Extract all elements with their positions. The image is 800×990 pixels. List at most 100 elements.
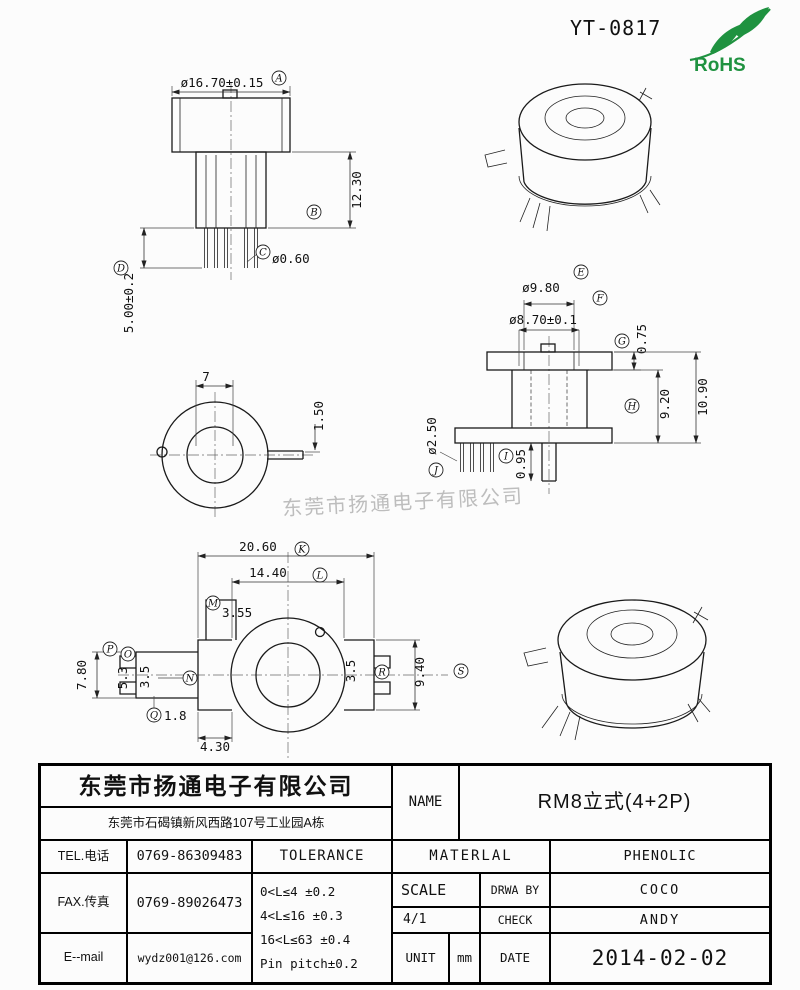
balloon-b: B [306, 204, 322, 220]
dim-bottom-tab: 3.55 [222, 605, 252, 620]
scale-label: SCALE [392, 873, 480, 907]
material-value: PHENOLIC [550, 840, 770, 873]
top-tab [205, 599, 237, 640]
check-value: ANDY [550, 907, 770, 933]
unit-label: UNIT [392, 933, 449, 983]
dim-side-pin-dia: ø2.50 [424, 417, 439, 455]
center-line [118, 552, 448, 760]
svg-text:C: C [259, 248, 267, 259]
mount-tab [523, 647, 549, 667]
balloon-k: K [294, 541, 310, 557]
svg-text:B: B [309, 208, 317, 219]
balloon-i: I [498, 448, 514, 464]
balloon-m: M [205, 595, 221, 611]
dim-bottom-left-mid: 5.3 [115, 667, 130, 690]
svg-text:M: M [207, 599, 219, 610]
balloon-o: O [120, 646, 136, 662]
company-name: 东莞市扬通电子有限公司 [40, 765, 392, 807]
dim-front-pin-len: 5.00±0.2 [121, 273, 136, 333]
balloon-n: N [182, 670, 198, 686]
front-view: ø16.70±0.15 A 12.30 B C ø0.60 5.00±0.2 D [113, 70, 364, 333]
bore [186, 426, 244, 484]
doc-number: YT-0817 [570, 16, 662, 40]
svg-text:E: E [576, 268, 585, 279]
dim-front-pin-dia: ø0.60 [272, 251, 310, 266]
svg-text:O: O [124, 650, 132, 661]
dim-side-htotal: 10.90 [695, 378, 710, 416]
fax-value: 0769-89026473 [127, 873, 252, 933]
svg-text:R: R [377, 668, 386, 679]
svg-text:N: N [185, 674, 196, 685]
leaf-icon [734, 7, 769, 37]
fax-label: FAX.传真 [40, 873, 127, 933]
drawing-canvas: ø16.70±0.15 A 12.30 B C ø0.60 5.00±0.2 D [74, 70, 711, 760]
balloon-j: J [428, 462, 444, 478]
dim-bottom-w: 4.30 [200, 739, 230, 754]
title-block: 东莞市扬通电子有限公司 东莞市石碣镇新风西路107号工业园A栋 TEL.电话 0… [38, 763, 772, 985]
balloon-f: F [592, 290, 608, 306]
svg-text:Q: Q [150, 711, 158, 722]
svg-text:G: G [618, 337, 626, 348]
left-arm [135, 651, 198, 699]
wire-slot [267, 450, 304, 460]
svg-text:I: I [503, 452, 509, 463]
dim-side-stem: 0.95 [513, 449, 528, 479]
material-label: MATERLAL [392, 840, 550, 873]
svg-text:H: H [627, 402, 637, 413]
dim-top-width: 7 [202, 369, 210, 384]
name-label: NAME [392, 765, 459, 840]
svg-text:K: K [297, 545, 306, 556]
balloon-s: S [453, 663, 469, 679]
pins [460, 443, 494, 472]
part-name: RM8立式(4+2P) [459, 765, 770, 840]
rohs-label: RoHS [694, 55, 746, 76]
dim-front-height: 12.30 [349, 171, 364, 209]
svg-text:A: A [274, 74, 282, 85]
outline [540, 343, 556, 353]
dim-bottom-left-outer: 7.80 [74, 660, 89, 690]
pins [541, 697, 711, 741]
pilot-hole [156, 446, 168, 458]
email-value: wydz001@126.com [127, 933, 252, 983]
dim-side-dia-inner: ø8.70±0.1 [509, 312, 577, 327]
email-label: E--mail [40, 933, 127, 983]
dim-front-dia-top: ø16.70±0.15 [181, 75, 264, 90]
pins [205, 155, 257, 228]
tel-value: 0769-86309483 [127, 840, 252, 873]
drawn-by-label: DRWA BY [480, 873, 550, 907]
hidden-bore [530, 370, 568, 428]
unit-value: mm [449, 933, 480, 983]
svg-text:P: P [106, 645, 114, 656]
balloon-c: C [255, 244, 271, 260]
balloon-h: H [624, 398, 640, 414]
left-block [197, 639, 232, 711]
balloon-d: D [113, 260, 129, 276]
stem [541, 443, 557, 482]
iso-view-bottom [523, 599, 711, 741]
outline [230, 617, 346, 733]
svg-text:F: F [596, 294, 605, 305]
drawn-by-value: COCO [550, 873, 770, 907]
outline [222, 89, 238, 99]
side-view: ø9.80 E F ø8.70±0.1 0.75 G 9.20 H 10.90 … [424, 264, 710, 494]
dim-side-dia-outer: ø9.80 [522, 280, 560, 295]
balloon-l: L [312, 567, 328, 583]
tolerance-line: 4<L≤16 ±0.3 [260, 908, 343, 924]
dim-bottom-left-inner: 3.5 [137, 666, 152, 689]
svg-text:J: J [432, 466, 439, 477]
rohs-logo: RoHS [689, 7, 771, 76]
balloon-a: A [271, 70, 287, 86]
svg-text:L: L [316, 571, 324, 582]
date-label: DATE [480, 933, 550, 983]
pilot-hole [314, 626, 326, 638]
top-view: 7 1.50 [150, 369, 326, 520]
company-address: 东莞市石碣镇新风西路107号工业园A栋 [40, 807, 392, 840]
balloon-p: P [102, 641, 118, 657]
outline [486, 351, 613, 371]
base [454, 427, 613, 444]
dim-bottom-right-inner: 3.5 [343, 660, 358, 683]
svg-text:D: D [116, 264, 125, 275]
svg-text:S: S [458, 667, 465, 678]
balloon-e: E [573, 264, 589, 280]
tolerance-line: 16<L≤63 ±0.4 [260, 932, 351, 948]
